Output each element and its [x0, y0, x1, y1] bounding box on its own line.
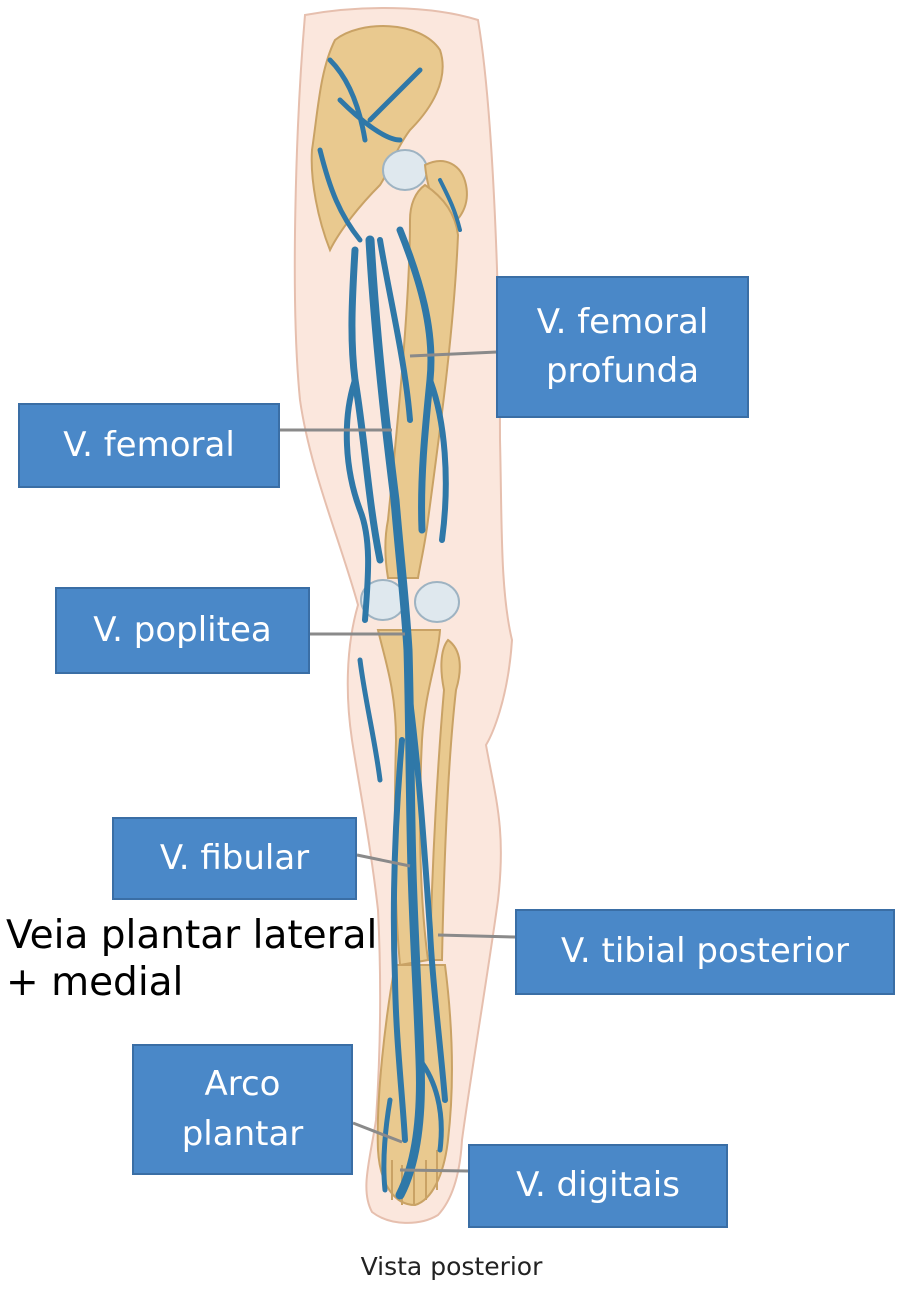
label-digitais: V. digitais	[468, 1144, 728, 1228]
femoral-head	[383, 150, 427, 190]
annotation-line-2: + medial	[6, 960, 183, 1005]
label-femoral: V. femoral	[18, 403, 280, 488]
label-poplitea: V. poplitea	[55, 587, 310, 674]
figure-caption: Vista posterior	[0, 1252, 903, 1281]
knee-condyle-lateral	[415, 582, 459, 622]
label-fibular: V. fibular	[112, 817, 357, 900]
label-femoral-profunda: V. femoral profunda	[496, 276, 749, 418]
label-tibial-posterior: V. tibial posterior	[515, 909, 895, 995]
label-arco-plantar: Arco plantar	[132, 1044, 353, 1175]
annotation-line-1: Veia plantar lateral	[6, 913, 377, 958]
